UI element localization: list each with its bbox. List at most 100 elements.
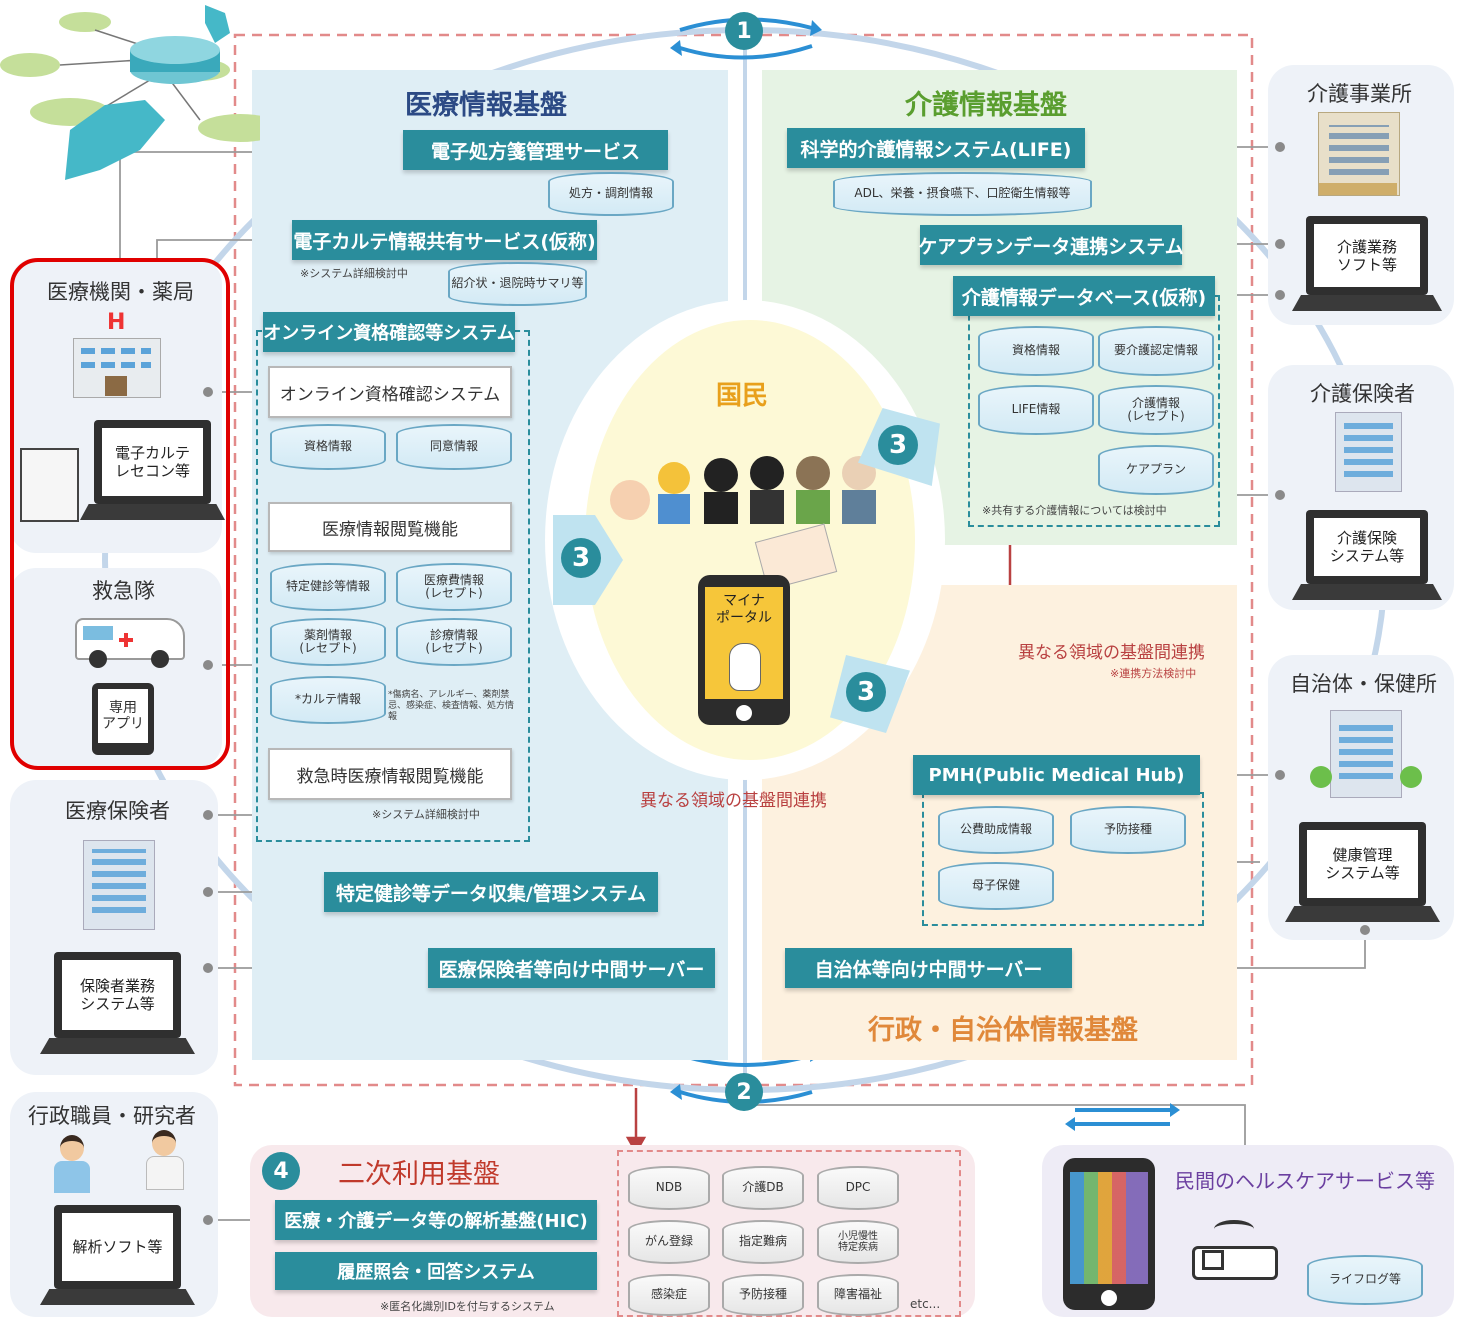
medical-title: 医療情報基盤 (405, 90, 567, 121)
municipality-laptop: 健康管理 システム等 (1285, 822, 1440, 922)
app-device: 専用 アプリ (92, 683, 154, 755)
number-badge-4: 4 (262, 1152, 300, 1190)
connector-dot (1275, 142, 1285, 152)
connector-dot (203, 660, 213, 670)
connector-dot (1275, 239, 1285, 249)
online-system: オンライン資格確認等システム (263, 312, 515, 352)
connector-dot (1275, 490, 1285, 500)
secondary-db-intractable: 指定難病 (722, 1220, 804, 1264)
municipality-title: 自治体・保健所 (1290, 672, 1437, 696)
eprescription-service: 電子処方箋管理サービス (403, 130, 668, 170)
careplan-system: ケアプランデータ連携システム (918, 225, 1184, 265)
care-insurer-laptop: 介護保険 システム等 (1292, 510, 1442, 600)
wearable-icon (1192, 1220, 1278, 1280)
browse-db-karte: *カルテ情報 (270, 676, 386, 724)
pmh-subsidy: 公費助成情報 (938, 806, 1054, 854)
pmh: PMH(Public Medical Hub) (913, 755, 1200, 795)
secondary-db-dpc: DPC (817, 1166, 899, 1210)
researcher-person-icon (48, 1135, 96, 1195)
browse-db-cost: 医療費情報 (レセプト) (396, 563, 512, 611)
people-illustration (610, 450, 880, 530)
emergency-box: 救急時医療情報閲覧機能 (268, 748, 512, 800)
ekarte-service: 電子カルテ情報共有サービス(仮称) (292, 220, 597, 260)
cross-domain-label-2: 異なる領域の基盤間連携 (640, 791, 827, 811)
life-db: ADL、栄養・摂食嚥下、口腔衛生情報等 (833, 172, 1092, 216)
browse-box: 医療情報閲覧機能 (268, 502, 512, 552)
insurer-server: 医療保険者等向け中間サーバー (428, 948, 715, 988)
number-badge-1: 1 (725, 12, 763, 50)
cross-domain-label-1: 異なる領域の基盤間連携 (1018, 643, 1205, 663)
rabbit-mascot-icon (729, 643, 761, 691)
secondary-db-disability: 障害福祉 (817, 1274, 899, 1316)
eprescription-db: 処方・調剤情報 (548, 172, 674, 216)
hospital-title: 医療機関・薬局 (47, 280, 194, 304)
secondary-etc: etc... (910, 1297, 941, 1311)
browse-db-clinical: 診療情報 (レセプト) (396, 618, 512, 666)
researcher-laptop: 解析ソフト等 (40, 1205, 195, 1305)
connector-dot (203, 963, 213, 973)
care-office-title: 介護事業所 (1307, 82, 1412, 106)
caredb-receipt: 介護情報 (レセプト) (1098, 385, 1214, 435)
connector-dot (1360, 925, 1370, 935)
kokumin-title: 国民 (716, 381, 769, 411)
browse-note: *傷病名、アレルギー、薬剤禁忌、感染症、検査情報、処方情報 (388, 690, 515, 722)
hic-system: 医療・介護データ等の解析基盤(HIC) (275, 1200, 597, 1240)
browse-db-drug: 薬剤情報 (レセプト) (270, 618, 386, 666)
connector-dot (203, 387, 213, 397)
insurer-building-icon (83, 840, 155, 930)
online-db-consent: 同意情報 (396, 424, 512, 470)
care-office-laptop: 介護業務 ソフト等 (1292, 216, 1442, 311)
researcher-title: 行政職員・研究者 (28, 1104, 196, 1128)
connector-dot (203, 887, 213, 897)
ekarte-db: 紹介状・退院時サマリ等 (448, 262, 587, 306)
online-check-box: オンライン資格確認システム (268, 366, 512, 418)
number-badge-2: 2 (725, 1073, 763, 1111)
secondary-title: 二次利用基盤 (338, 1159, 500, 1190)
history-system: 履歴照会・回答システム (275, 1252, 597, 1290)
secondary-db-kaigo: 介護DB (722, 1166, 804, 1210)
secondary-db-frame (617, 1150, 961, 1317)
connector-dot (1275, 290, 1285, 300)
hospital-icon: H (65, 310, 165, 400)
caredb-life: LIFE情報 (978, 385, 1094, 435)
caredb-careplan: ケアプラン (1098, 445, 1214, 495)
care-title: 介護情報基盤 (905, 90, 1067, 121)
ekarte-note: ※システム詳細検討中 (300, 267, 408, 280)
secondary-db-infection: 感染症 (628, 1274, 710, 1316)
ambulance-title: 救急隊 (92, 579, 155, 603)
secondary-db-pediatric: 小児慢性 特定疾病 (817, 1220, 899, 1264)
caredb-qualification: 資格情報 (978, 326, 1094, 376)
smartphone-myna-portal: マイナ ポータル (698, 575, 790, 725)
secondary-db-vaccination: 予防接種 (722, 1274, 804, 1316)
caredb: 介護情報データベース(仮称) (953, 276, 1215, 316)
highlight-frame (10, 258, 230, 770)
number-badge-3-left: 3 (561, 538, 601, 578)
life-system: 科学的介護情報システム(LIFE) (787, 128, 1085, 168)
care-insurer-title: 介護保険者 (1310, 382, 1415, 406)
connector-dot (203, 810, 213, 820)
ambulance-icon (75, 610, 185, 670)
number-badge-3-top: 3 (878, 425, 918, 465)
pmh-vaccination: 予防接種 (1070, 806, 1186, 854)
cross-domain-note: ※連携方法検討中 (1110, 667, 1197, 680)
insurer-title: 医療保険者 (65, 799, 170, 823)
lifelog-db: ライフログ等 (1307, 1255, 1423, 1305)
municipal-server: 自治体等向け中間サーバー (785, 948, 1072, 988)
caredb-certification: 要介護認定情報 (1098, 326, 1214, 376)
secondary-db-ndb: NDB (628, 1166, 710, 1210)
insurer-laptop: 保険者業務 システム等 (40, 952, 195, 1054)
japan-network-illustration (0, 5, 260, 180)
register-icon (20, 448, 79, 522)
connector-dot (1275, 770, 1285, 780)
caredb-note: ※共有する介護情報については検討中 (982, 504, 1167, 517)
care-office-building-icon (1318, 112, 1400, 196)
emergency-note: ※システム詳細検討中 (372, 808, 480, 821)
secondary-db-cancer: がん登録 (628, 1220, 710, 1264)
connector-dot (203, 1215, 213, 1225)
online-db-qualification: 資格情報 (270, 424, 386, 470)
secondary-note: ※匿名化識別IDを付与するシステム (380, 1300, 555, 1313)
checkup-system: 特定健診等データ収集/管理システム (324, 872, 658, 912)
number-badge-3-bottom: 3 (846, 672, 886, 712)
official-person-icon (140, 1130, 188, 1190)
health-app-phone (1063, 1158, 1155, 1310)
